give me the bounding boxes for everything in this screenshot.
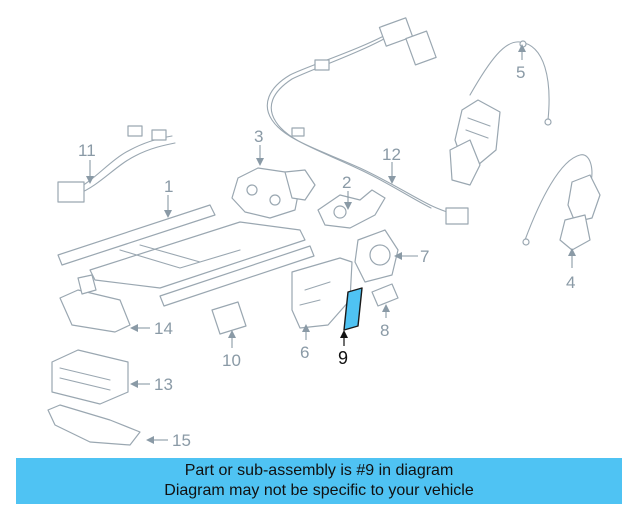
part-14-bracket <box>59 274 131 333</box>
callout-8: 8 <box>380 321 389 340</box>
part-8-switch <box>371 283 399 307</box>
callout-11: 11 <box>78 141 96 160</box>
leader-lines <box>86 44 576 444</box>
callout-12: 12 <box>382 145 401 164</box>
callout-labels: 1 2 3 4 5 6 7 8 9 10 11 12 13 14 15 <box>78 63 575 450</box>
part-4-motor-cable <box>522 154 601 251</box>
part-15-plate <box>47 404 141 446</box>
part-3-bracket <box>231 167 316 219</box>
parts-diagram: 1 2 3 4 5 6 7 8 9 10 11 12 13 14 15 <box>47 17 601 450</box>
callout-10: 10 <box>222 351 241 370</box>
callout-4: 4 <box>566 273 575 292</box>
banner-line-disclaimer: Diagram may not be specific to your vehi… <box>164 482 474 499</box>
callout-13: 13 <box>154 375 173 394</box>
callout-15: 15 <box>172 431 191 450</box>
part-9-highlighted <box>343 287 363 331</box>
callout-5: 5 <box>516 63 525 82</box>
part-13-module <box>51 349 129 405</box>
part-1-seat-track <box>57 204 315 307</box>
part-10-switch <box>211 301 247 335</box>
callout-2: 2 <box>342 173 351 192</box>
callout-6: 6 <box>300 343 309 362</box>
callout-3: 3 <box>254 127 263 146</box>
part-11-harness <box>57 125 176 203</box>
info-banner: Part or sub-assembly is #9 in diagram Di… <box>16 458 622 504</box>
part-6-panel <box>291 257 353 329</box>
part-12-wiring-harness <box>266 17 469 225</box>
part-7-knob <box>354 229 399 283</box>
part-2-motor <box>317 189 386 229</box>
callout-9: 9 <box>338 348 348 368</box>
part-5-motor-cable <box>449 40 552 186</box>
banner-line-part: Part or sub-assembly is #9 in diagram <box>184 462 454 479</box>
callout-1: 1 <box>164 177 173 196</box>
callout-14: 14 <box>154 319 173 338</box>
callout-7: 7 <box>420 247 429 266</box>
